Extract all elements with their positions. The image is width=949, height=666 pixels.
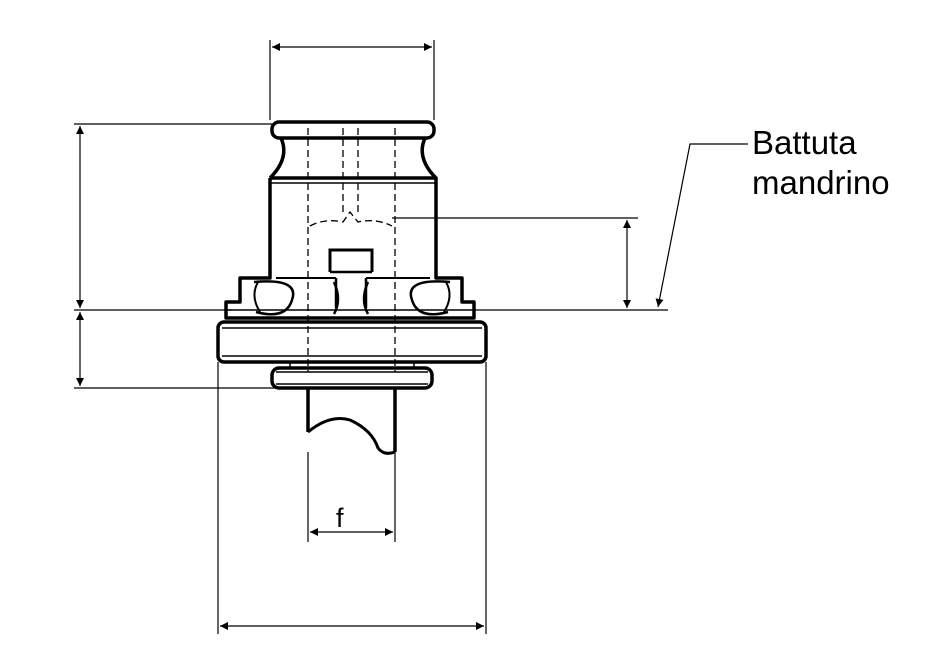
- shank: [306, 388, 397, 452]
- callout-leader: [655, 143, 748, 308]
- shoulder-step: [224, 270, 476, 320]
- lower-ring: [270, 366, 434, 390]
- main-flange: [216, 320, 488, 364]
- dimension-f-label: f: [336, 503, 344, 533]
- inner-details: [222, 182, 482, 385]
- callout-label-line1: Battuta: [752, 124, 857, 161]
- upper-body: [268, 176, 438, 270]
- callout-label-line2: mandrino: [752, 164, 890, 201]
- neck-groove: [268, 137, 438, 180]
- shank-break: [307, 417, 396, 455]
- top-collar: [270, 120, 436, 140]
- dimension-lines: [74, 40, 748, 634]
- hidden-lines: [307, 128, 396, 372]
- tool-holder-body: [216, 120, 488, 455]
